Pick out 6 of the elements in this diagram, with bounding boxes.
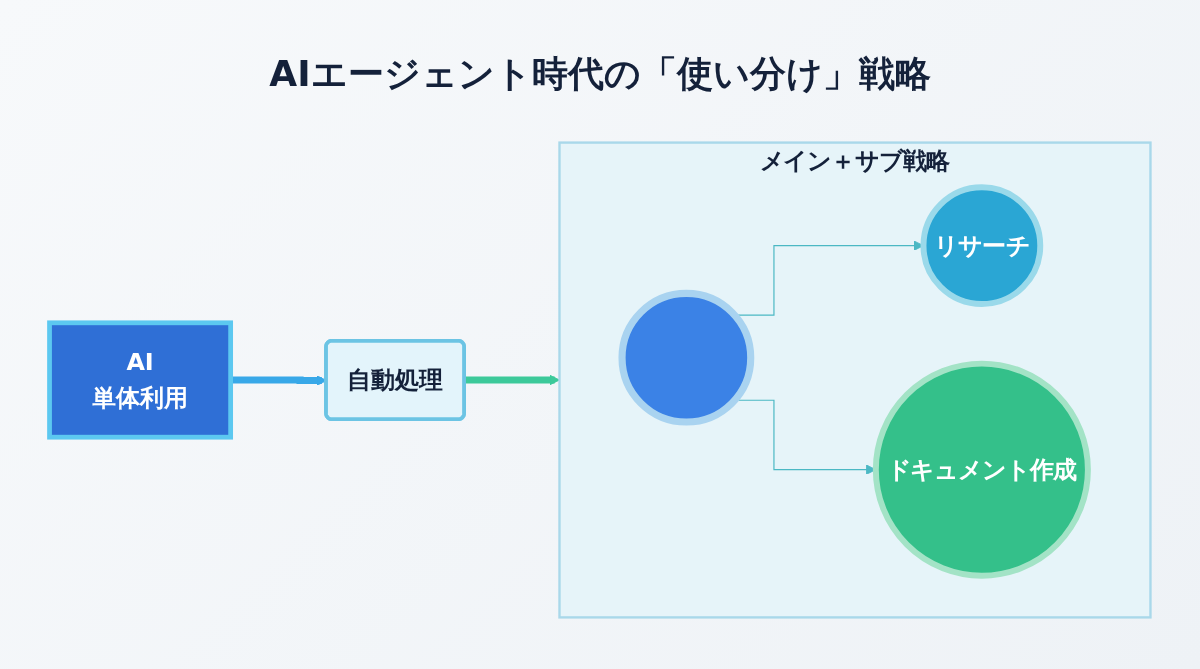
node-circle: ドキュメント作成 [872, 360, 1091, 579]
node-circle [618, 289, 755, 426]
node-circle: リサーチ [920, 184, 1044, 308]
diagram-title: AIエージェント時代の「使い分け」戦略 [269, 52, 931, 96]
arrow [464, 374, 560, 386]
node-box: AI 単体利用 [47, 320, 234, 440]
